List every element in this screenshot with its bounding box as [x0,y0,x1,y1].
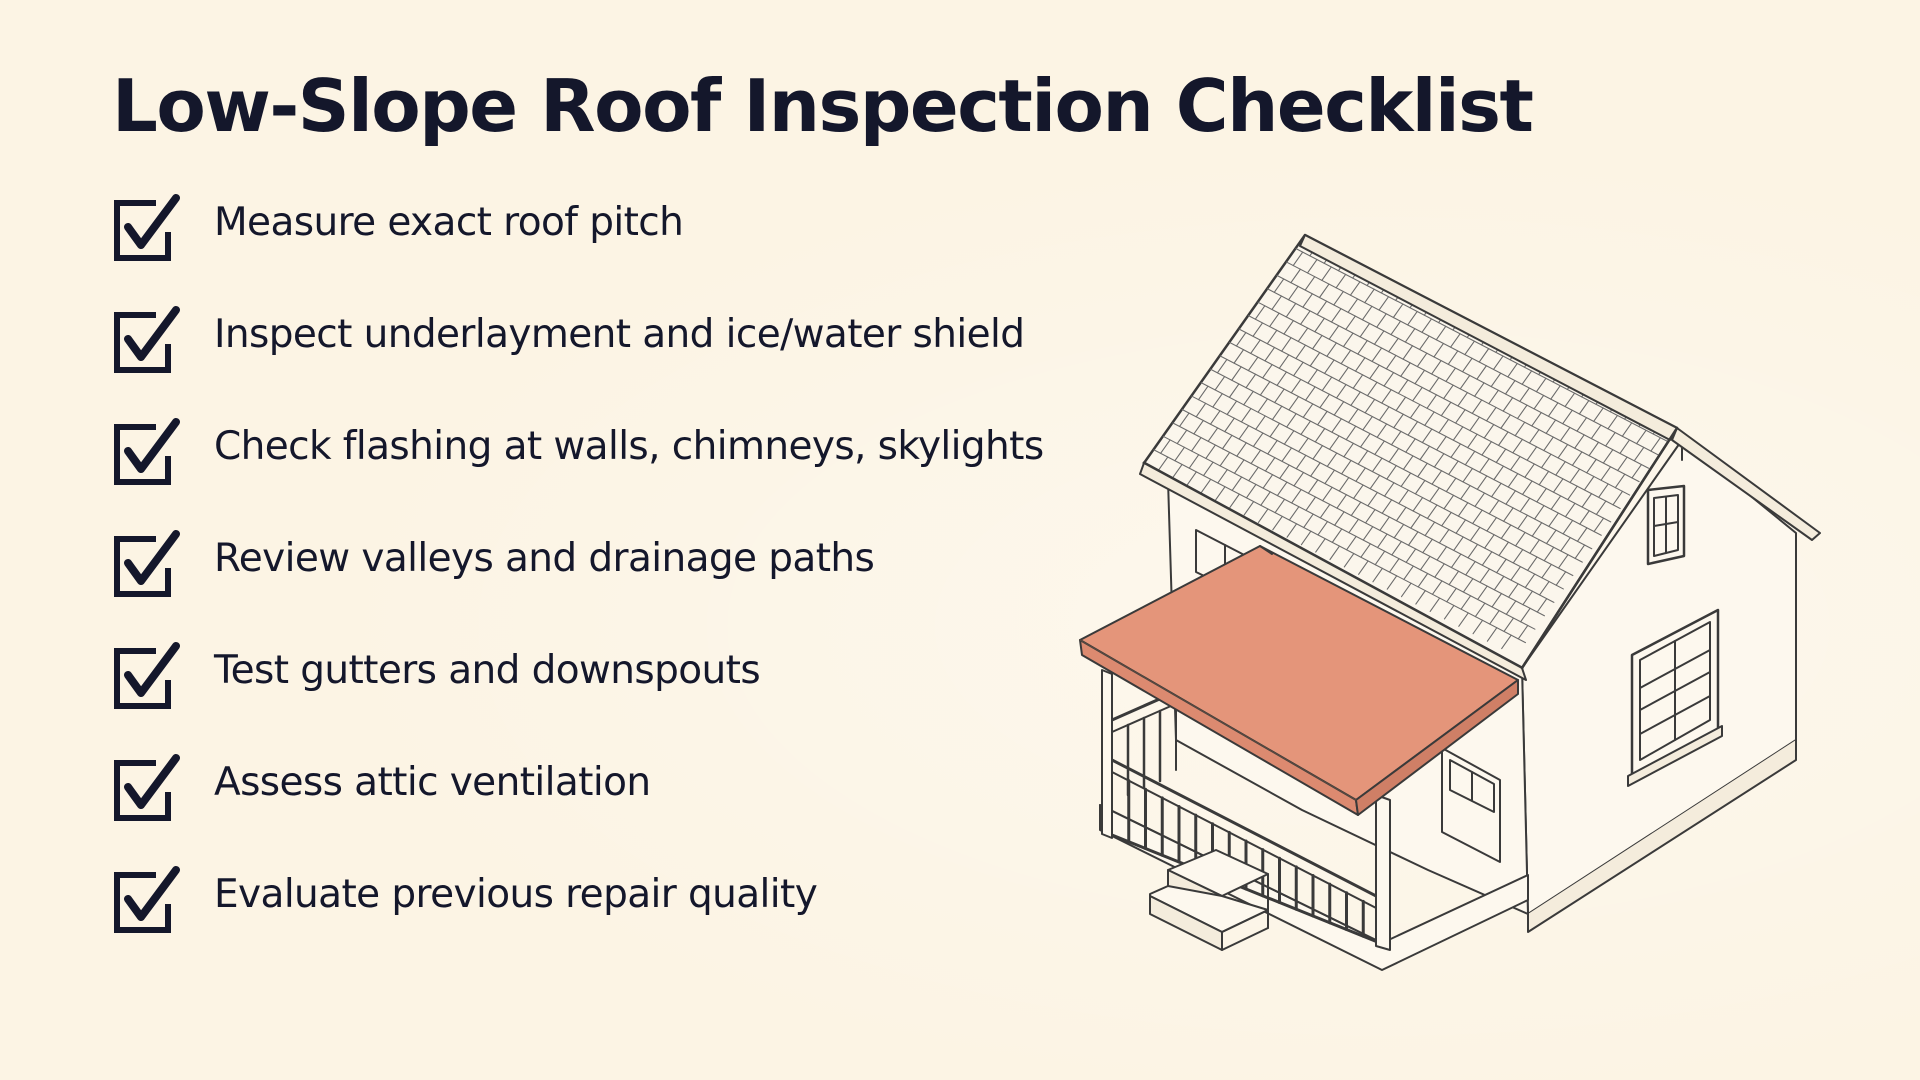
side-window [1627,608,1723,787]
roof-shingles [1152,241,1669,650]
checked-box-icon [114,754,180,821]
checked-box-icon [114,642,180,709]
checklist-item-label: Assess attic ventilation [214,760,651,805]
inspection-checklist: Measure exact roof pitch Inspect underla… [112,192,1044,976]
low-slope-porch-roof [1079,545,1519,816]
checklist-item: Test gutters and downspouts [112,640,1042,752]
checked-box-icon [114,866,180,933]
shingle-roof [1139,233,1821,681]
checklist-item-label: Inspect underlayment and ice/water shiel… [214,312,1025,357]
checked-box-icon [114,530,180,597]
checked-box-icon [114,306,180,373]
checklist-item: Assess attic ventilation [112,752,1042,864]
checklist-item-label: Test gutters and downspouts [214,648,761,693]
porch-balusters [1126,709,1365,938]
house-with-porch-illustration [1079,233,1821,971]
porch-steps [1149,849,1269,951]
checklist-item-label: Check flashing at walls, chimneys, skyli… [214,424,1044,469]
checklist-item: Evaluate previous repair quality [112,864,1042,976]
checklist-item-label: Evaluate previous repair quality [214,872,818,917]
checklist-item-label: Review valleys and drainage paths [214,536,875,581]
checked-box-icon [114,418,180,485]
porch-door [1441,747,1501,863]
checked-box-icon [114,194,180,261]
checklist-item: Check flashing at walls, chimneys, skyli… [112,416,1044,528]
porch-posts [1101,669,1391,951]
checklist-item: Measure exact roof pitch [112,192,1042,304]
page-title: Low-Slope Roof Inspection Checklist [112,64,1534,148]
checklist-item-label: Measure exact roof pitch [214,200,684,245]
attic-window [1646,484,1686,566]
porch-railing [1110,688,1382,945]
checklist-item: Review valleys and drainage paths [112,528,1042,640]
checklist-item: Inspect underlayment and ice/water shiel… [112,304,1042,416]
